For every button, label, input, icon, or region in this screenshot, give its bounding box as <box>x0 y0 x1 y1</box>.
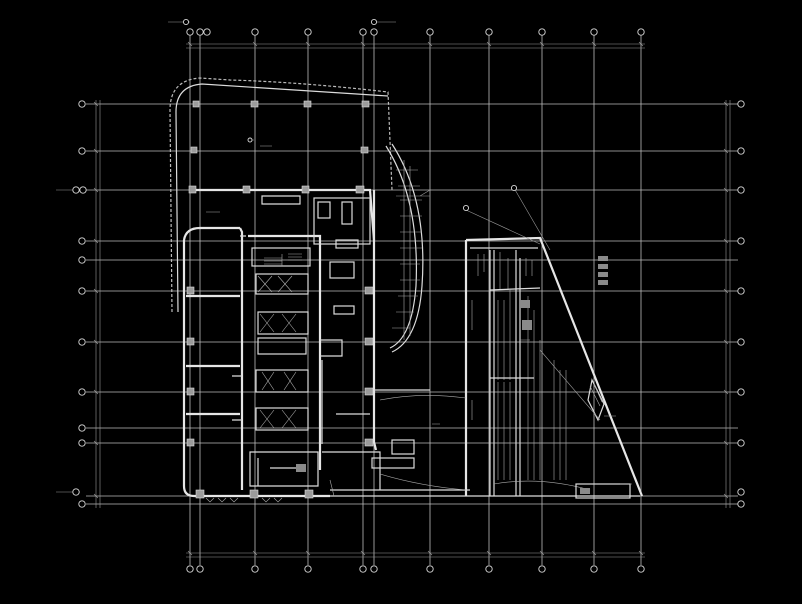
right-wing <box>462 184 644 497</box>
tower-outline <box>169 77 393 498</box>
building-core <box>186 195 322 490</box>
curtain-wall <box>385 143 431 353</box>
axis-bubbles <box>72 18 745 573</box>
office-area <box>313 197 430 444</box>
podium-area <box>329 395 640 499</box>
axis-grid <box>56 21 738 565</box>
entrance-steps <box>205 497 283 503</box>
structural-columns <box>186 100 374 499</box>
annotation-marks <box>206 137 616 425</box>
